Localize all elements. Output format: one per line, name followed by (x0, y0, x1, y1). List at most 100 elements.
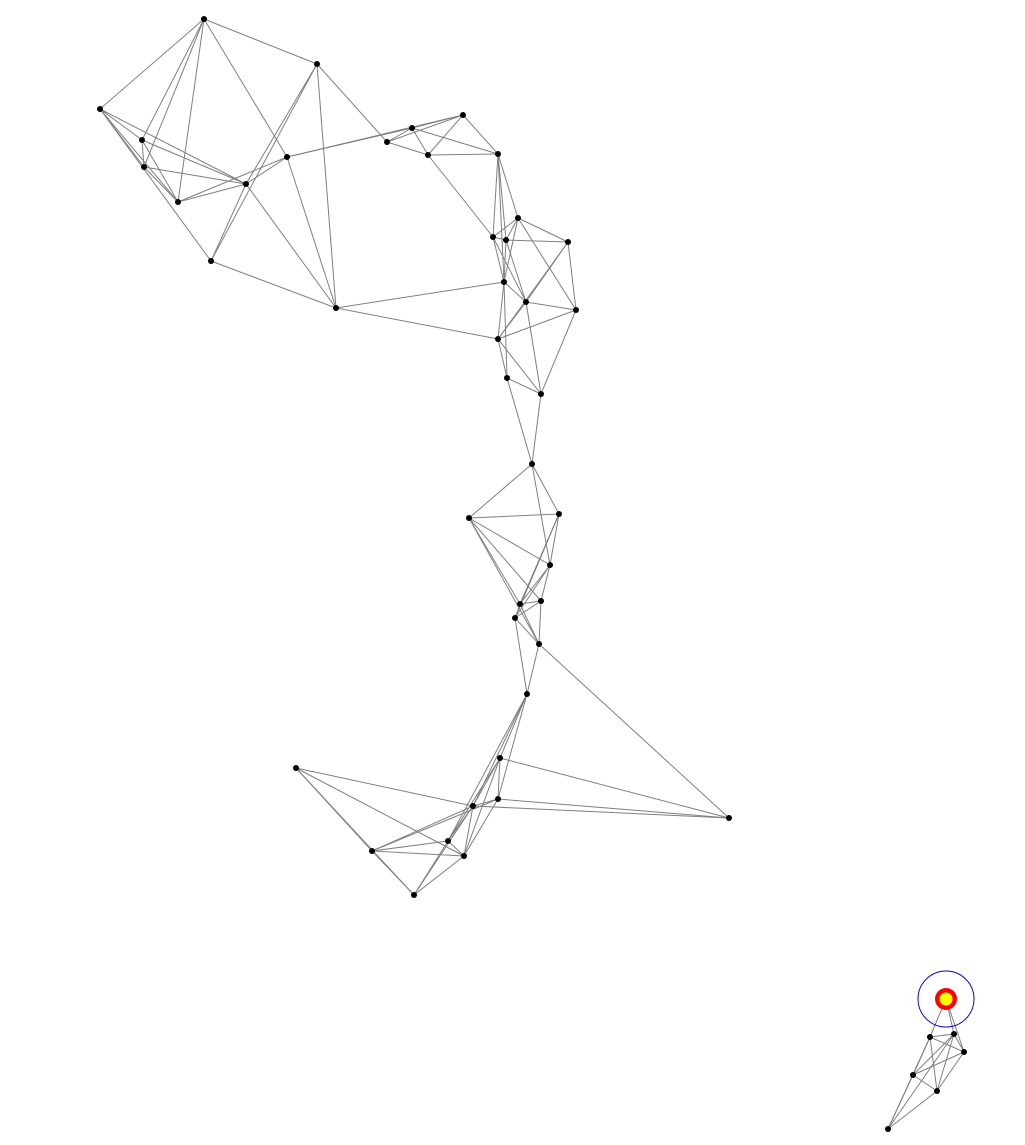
graph-edge (525, 301, 542, 395)
graph-edge (335, 307, 499, 340)
graph-node[interactable] (910, 1072, 916, 1078)
graph-edge (503, 239, 507, 283)
graph-edge (99, 18, 205, 110)
graph-edge (177, 18, 205, 203)
graph-node[interactable] (517, 601, 523, 607)
graph-node[interactable] (425, 152, 431, 158)
graph-edge (177, 156, 288, 203)
graph-node[interactable] (208, 258, 214, 264)
graph-edge (538, 643, 730, 819)
graph-edge (505, 239, 569, 243)
graph-node[interactable] (934, 1088, 940, 1094)
graph-edge (335, 281, 505, 309)
graph-node[interactable] (243, 181, 249, 187)
graph-node[interactable] (556, 511, 562, 517)
graph-edge (497, 301, 527, 340)
graph-edge (413, 840, 449, 896)
graph-node[interactable] (139, 137, 145, 143)
graph-node[interactable] (501, 279, 507, 285)
graph-edge (462, 114, 499, 155)
graph-node[interactable] (495, 336, 501, 342)
graph-edge (887, 1033, 955, 1130)
highlighted-node-marker[interactable] (917, 970, 975, 1028)
graph-node[interactable] (504, 375, 510, 381)
graph-edge (99, 108, 143, 141)
graph-node[interactable] (927, 1034, 933, 1040)
graph-node[interactable] (470, 803, 476, 809)
graph-node[interactable] (333, 305, 339, 311)
graph-edge (413, 855, 465, 896)
graph-node[interactable] (565, 239, 571, 245)
graph-edge (497, 153, 519, 219)
graph-node[interactable] (460, 112, 466, 118)
graph-node[interactable] (524, 691, 530, 697)
graph-edge (295, 767, 465, 857)
graph-edge (519, 600, 542, 605)
graph-edge (492, 236, 505, 283)
graph-node[interactable] (573, 307, 579, 313)
graph-node[interactable] (726, 815, 732, 821)
graph-node[interactable] (369, 848, 375, 854)
graph-edge (447, 840, 465, 857)
graph-edge (472, 798, 499, 807)
graph-node[interactable] (141, 164, 147, 170)
graph-node[interactable] (284, 154, 290, 160)
graph-edge (143, 18, 205, 168)
graph-edge (519, 564, 551, 605)
graph-node[interactable] (445, 838, 451, 844)
graph-edge (499, 757, 730, 819)
graph-node[interactable] (529, 461, 535, 467)
graph-edge (286, 156, 337, 309)
graph-node[interactable] (512, 615, 518, 621)
graph-node[interactable] (497, 755, 503, 761)
graph-edge (499, 693, 528, 759)
graph-edge (371, 850, 465, 857)
graph-edge (514, 617, 540, 645)
graph-node[interactable] (951, 1031, 957, 1037)
graph-edge (525, 301, 577, 311)
graph-node[interactable] (503, 237, 509, 243)
graph-node[interactable] (495, 151, 501, 157)
graph-node[interactable] (961, 1049, 967, 1055)
graph-node[interactable] (314, 61, 320, 67)
graph-node[interactable] (201, 16, 207, 22)
nodes-layer (97, 16, 967, 1132)
graph-edge (447, 693, 528, 842)
graph-edge (99, 108, 212, 262)
graph-edge (210, 63, 318, 262)
graph-edge (203, 18, 288, 158)
graph-edge (463, 805, 474, 857)
graph-edge (517, 217, 577, 311)
graph-node[interactable] (495, 796, 501, 802)
graph-node[interactable] (175, 199, 181, 205)
graph-node[interactable] (384, 139, 390, 145)
graph-node[interactable] (538, 391, 544, 397)
highlighted-node-inner[interactable] (939, 992, 953, 1006)
graph-node[interactable] (885, 1126, 891, 1132)
graph-node[interactable] (515, 215, 521, 221)
graph-edge (411, 127, 429, 156)
graph-edge (497, 338, 542, 395)
graph-edge (887, 1090, 938, 1130)
graph-edge (386, 114, 464, 143)
graph-node[interactable] (409, 125, 415, 131)
graph-node[interactable] (547, 562, 553, 568)
graph-edge (497, 153, 505, 283)
graph-node[interactable] (536, 641, 542, 647)
graph-edge (203, 18, 318, 65)
graph-node[interactable] (97, 106, 103, 112)
graph-edge (371, 850, 415, 896)
graph-edge (316, 63, 388, 143)
graph-edge (497, 281, 505, 340)
graph-edge (141, 18, 205, 141)
graph-node[interactable] (411, 892, 417, 898)
graph-node[interactable] (538, 598, 544, 604)
graph-node[interactable] (461, 853, 467, 859)
graph-edge (427, 114, 464, 156)
graph-edge (99, 108, 247, 185)
graph-node[interactable] (490, 234, 496, 240)
graph-node[interactable] (523, 299, 529, 305)
graph-node[interactable] (466, 515, 472, 521)
graph-node[interactable] (293, 765, 299, 771)
